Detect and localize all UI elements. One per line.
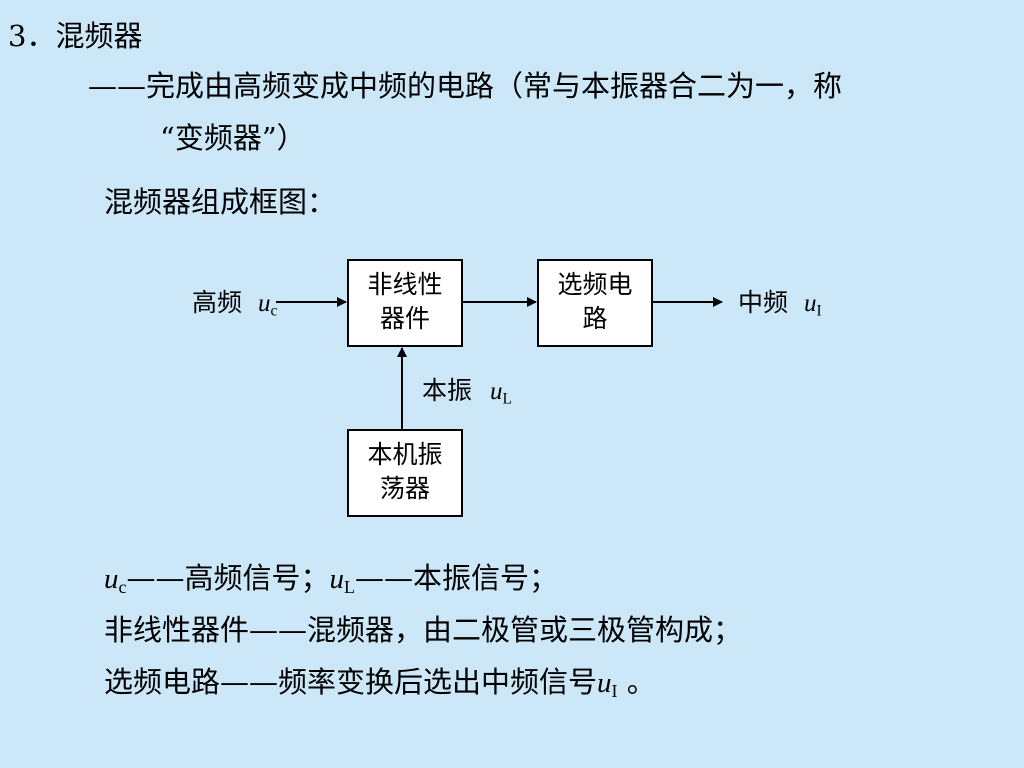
note-var-ul: u <box>329 563 345 595</box>
section-title: 混频器 <box>55 19 143 53</box>
note-desc-uc: ——高频信号； <box>126 561 330 595</box>
section-heading: 3．混频器 <box>8 22 142 51</box>
note-sub-i: I <box>611 681 618 702</box>
output-sub: I <box>816 302 822 320</box>
description-line-2: “变频器”） <box>160 121 306 155</box>
local-oscillator-block <box>347 429 463 517</box>
oscillator-block-line-1: 本机振 <box>367 440 443 469</box>
note-var-ui: u <box>597 667 612 699</box>
input-label-text: 高频 <box>192 288 243 317</box>
note-desc-ul: ——本振信号； <box>354 561 558 595</box>
note-line-3-end: 。 <box>617 665 656 699</box>
nonlinear-block-line-1: 非线性 <box>367 270 443 299</box>
input-sub: c <box>270 302 278 320</box>
oscillator-block-line-2: 荡器 <box>379 474 430 503</box>
lo-label: 本振 uL <box>422 378 512 407</box>
note-sub-l: L <box>344 577 355 598</box>
filter-block-line-1: 选频电 <box>557 270 633 299</box>
input-var: u <box>257 290 271 317</box>
section-number: 3． <box>8 19 56 53</box>
lo-label-text: 本振 <box>422 376 473 405</box>
note-line-1: uc——高频信号；uL——本振信号； <box>104 561 558 598</box>
input-label: 高频 uc <box>192 290 277 319</box>
output-var: u <box>803 290 817 317</box>
note-line-3-text: 选频电路——频率变换后选出中频信号 <box>104 665 598 699</box>
nonlinear-block-line-2: 器件 <box>379 304 430 333</box>
diagram-title: 混频器组成框图： <box>104 185 337 219</box>
lo-sub: L <box>502 390 512 408</box>
note-sub-c: c <box>118 577 127 598</box>
lo-var: u <box>489 378 503 405</box>
note-var-uc: u <box>104 563 119 595</box>
output-label-text: 中频 <box>738 288 789 317</box>
note-line-2: 非线性器件——混频器，由二极管或三极管构成； <box>104 613 743 647</box>
note-line-3: 选频电路——频率变换后选出中频信号uI 。 <box>104 665 656 702</box>
filter-block-line-2: 路 <box>582 304 608 333</box>
nonlinear-device-block <box>347 259 463 347</box>
output-label: 中频 uI <box>738 290 822 319</box>
description-line-1: ——完成由高频变成中频的电路（常与本振器合二为一，称 <box>88 69 843 103</box>
